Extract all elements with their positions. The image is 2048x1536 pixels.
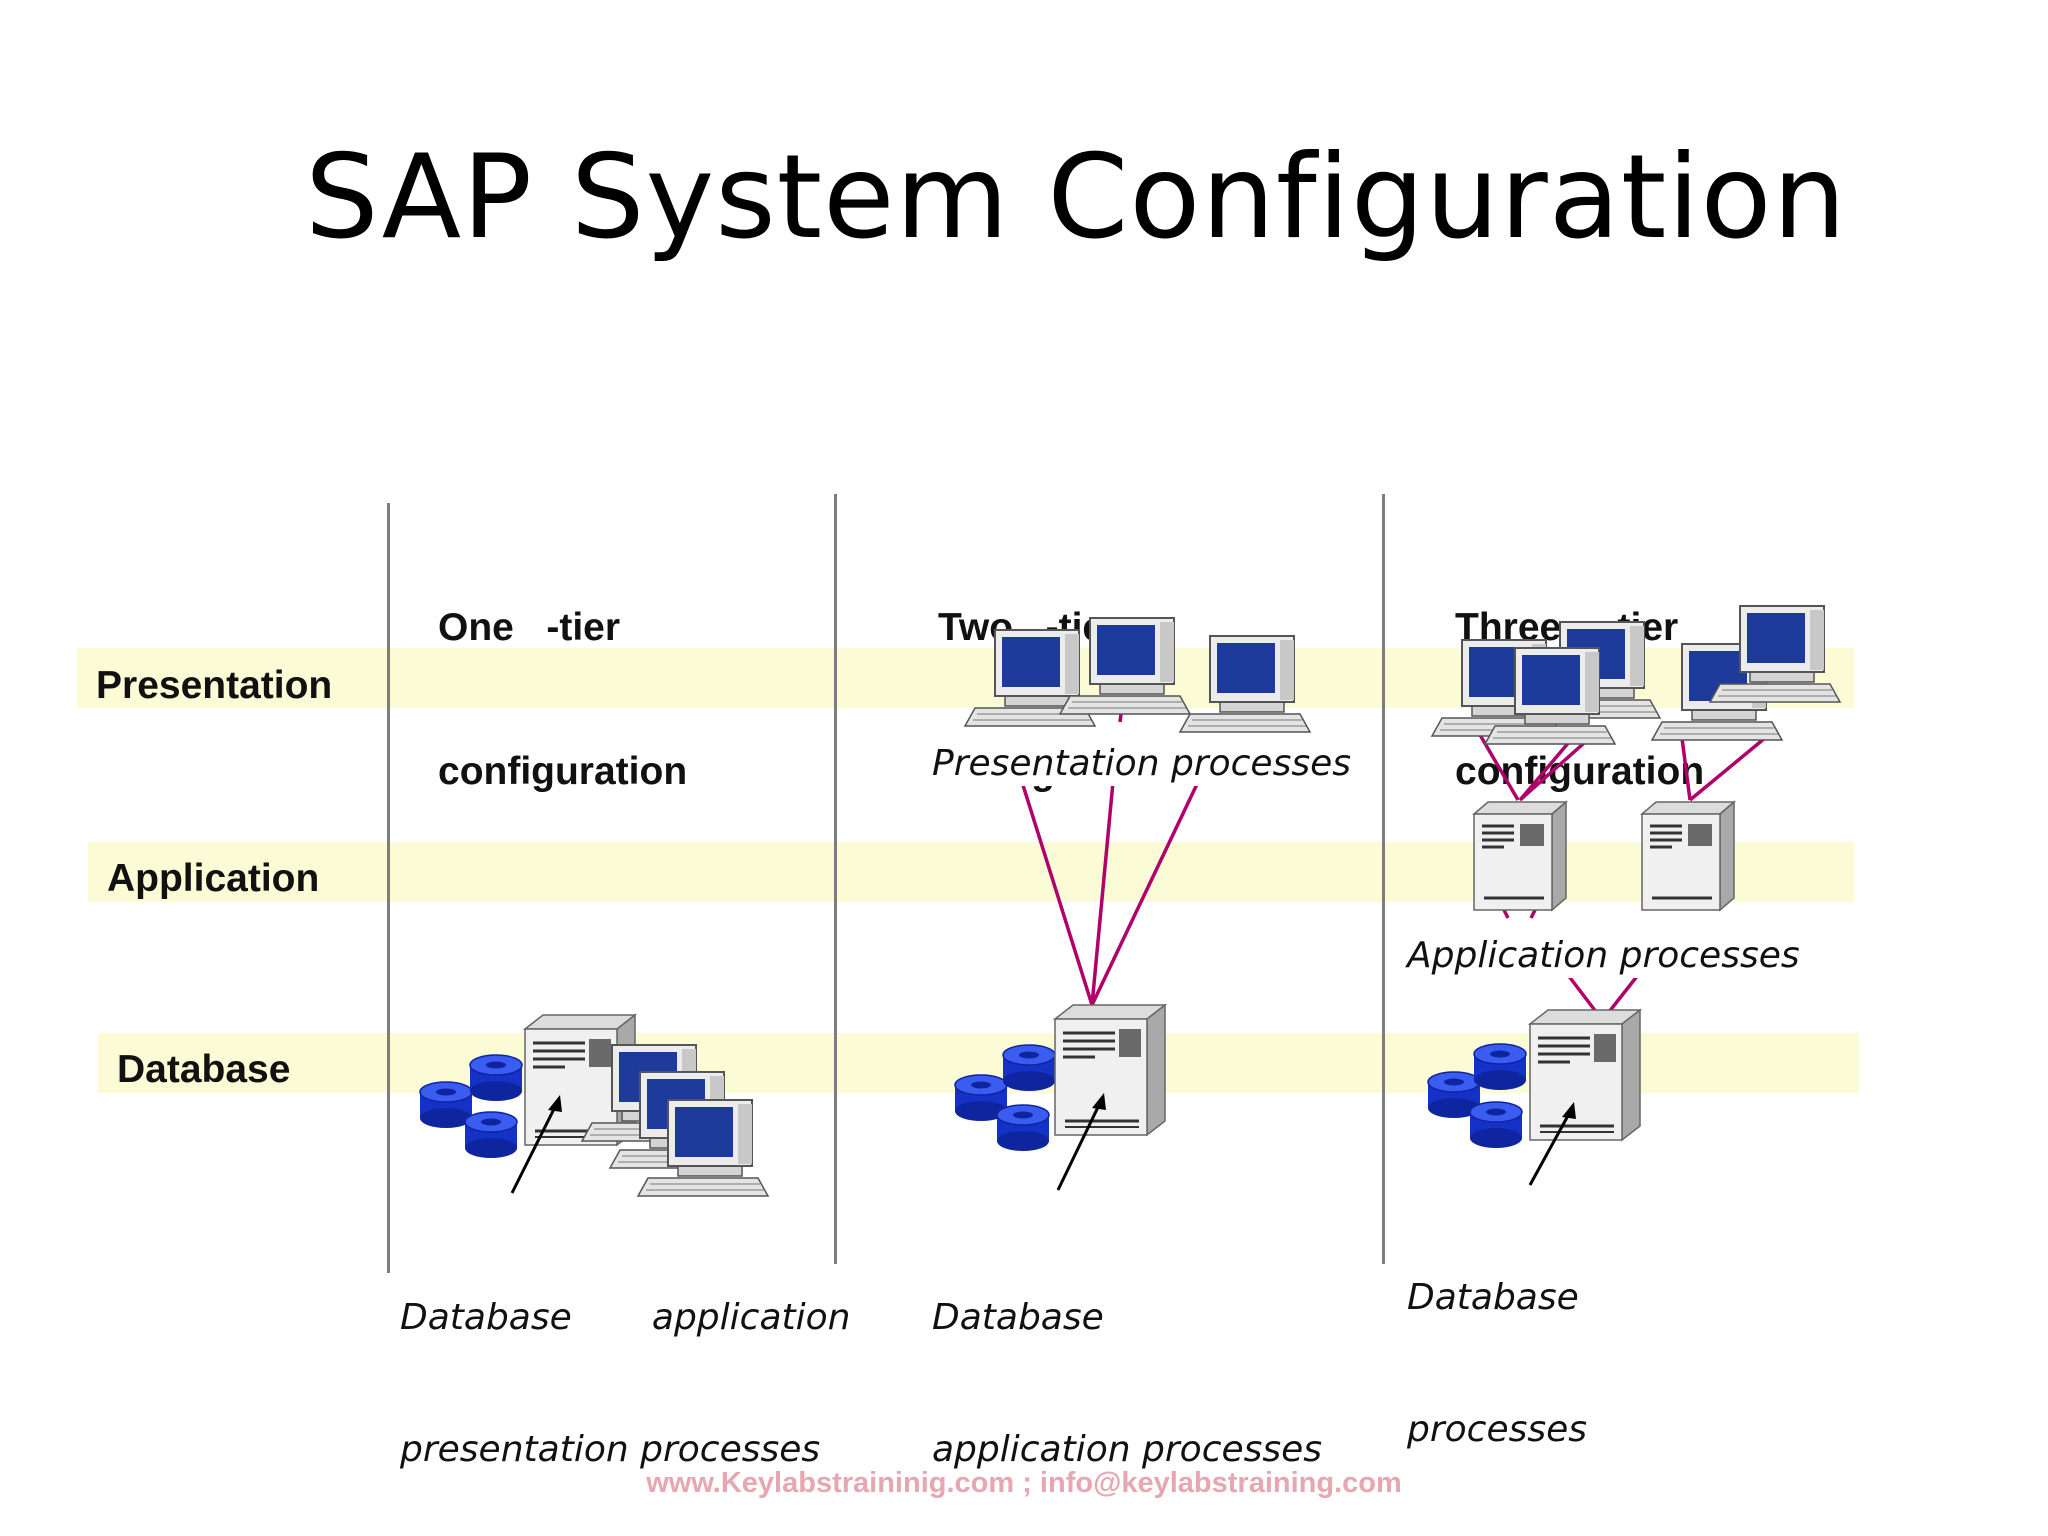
arrow-head — [1092, 1093, 1106, 1110]
arrow-icon — [1056, 1102, 1102, 1191]
column-header-one-tier: One -tier configuration — [438, 508, 687, 844]
database-icon — [1427, 1043, 1527, 1149]
arrow-head — [1562, 1102, 1576, 1119]
column-header-line1: One -tier — [438, 606, 621, 649]
three-tier-caption: Database processes — [1407, 1188, 1587, 1496]
separator-1 — [387, 503, 390, 1273]
arrow-icon — [510, 1104, 558, 1194]
workstation-icon — [1431, 605, 1841, 745]
presentation-processes-caption: Presentation processes — [932, 742, 1351, 786]
arrow-icon — [1528, 1111, 1572, 1186]
caption-line2: processes — [1407, 1409, 1588, 1450]
caption-line1: Database application — [400, 1297, 851, 1338]
one-tier-graphic — [419, 1013, 769, 1197]
two-tier-graphic — [954, 617, 1311, 1191]
separator-2 — [834, 494, 837, 1264]
connector-lines — [1474, 727, 1767, 1019]
row-label-presentation: Presentation — [96, 664, 333, 707]
caption-line2: presentation processes — [400, 1429, 821, 1470]
caption-line1: Database — [932, 1297, 1104, 1338]
server-icon — [1053, 1003, 1167, 1137]
row-label-database: Database — [117, 1048, 291, 1091]
application-processes-caption: Application processes — [1407, 934, 1800, 978]
two-tier-caption: Database application processes — [932, 1208, 1322, 1516]
one-tier-caption: Database application presentation proces… — [400, 1208, 850, 1516]
separator-3 — [1382, 494, 1385, 1264]
column-header-line2: configuration — [1455, 750, 1705, 793]
database-icon — [954, 1044, 1056, 1152]
caption-line2: application processes — [932, 1429, 1323, 1470]
database-icon — [419, 1054, 523, 1159]
workstation-icon — [964, 617, 1311, 733]
page-title: SAP System Configuration — [304, 130, 1848, 265]
footer-contact: www.Keylabstraininig.com ; info@keylabst… — [646, 1467, 1402, 1499]
three-tier-graphic — [1427, 605, 1841, 1186]
column-header-line2: configuration — [438, 750, 688, 793]
server-icon — [1472, 800, 1736, 912]
arrow-head — [548, 1095, 562, 1112]
caption-line1: Database — [1407, 1277, 1579, 1318]
connector-lines — [1002, 705, 1200, 1006]
server-icon — [1528, 1008, 1642, 1142]
row-label-application: Application — [107, 857, 320, 900]
